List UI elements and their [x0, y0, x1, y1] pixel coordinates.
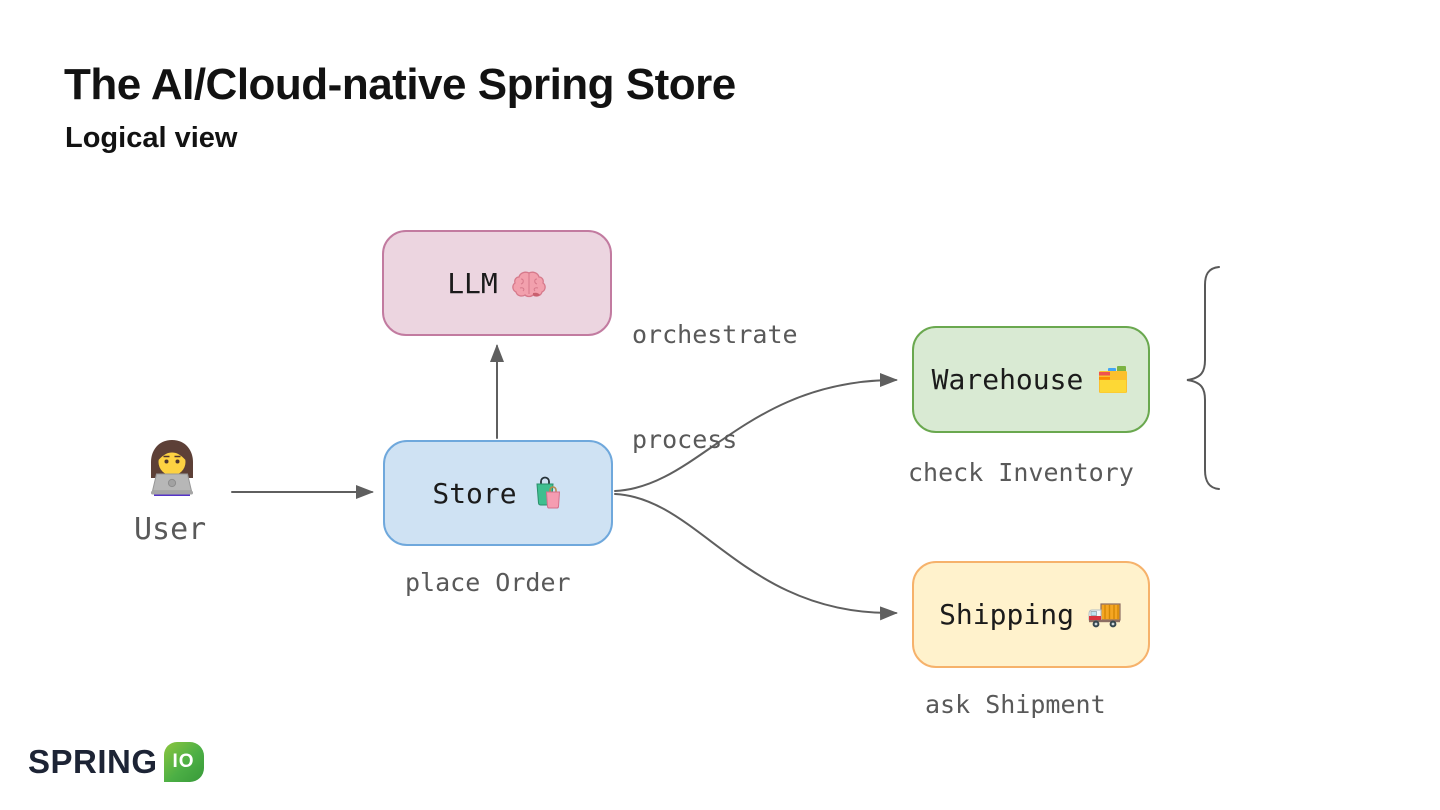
node-llm: LLM — [382, 230, 612, 336]
node-store-label: Store — [432, 476, 517, 510]
user-label: User — [134, 512, 207, 547]
woman-technologist-icon — [136, 440, 208, 514]
delivery-truck-icon — [1087, 601, 1123, 629]
brain-icon — [511, 267, 547, 299]
card-index-icon — [1096, 364, 1130, 396]
curly-brace — [1186, 266, 1220, 490]
spring-io-logo: SPRING IO — [28, 742, 204, 782]
page-subtitle: Logical view — [65, 122, 238, 154]
annotation-orchestrate-process: orchestrate process — [632, 247, 798, 527]
node-warehouse: Warehouse — [912, 326, 1150, 433]
node-shipping: Shipping — [912, 561, 1150, 668]
logo-brand-text: SPRING — [28, 743, 158, 780]
annotation-line: orchestrate — [632, 320, 798, 349]
node-store: Store — [383, 440, 613, 546]
shopping-bags-icon — [530, 475, 564, 511]
node-llm-label: LLM — [447, 266, 498, 300]
annotation-check-inventory: check Inventory — [908, 458, 1134, 487]
page-title: The AI/Cloud-native Spring Store — [64, 60, 736, 109]
annotation-ask-shipment: ask Shipment — [925, 690, 1106, 719]
annotation-place-order: place Order — [405, 568, 571, 597]
user-figure — [136, 434, 208, 510]
node-shipping-label: Shipping — [939, 598, 1074, 631]
logo-badge-text: IO — [172, 751, 195, 772]
leaf-icon: IO — [163, 742, 204, 782]
node-warehouse-label: Warehouse — [931, 363, 1084, 396]
annotation-line: process — [632, 425, 738, 454]
